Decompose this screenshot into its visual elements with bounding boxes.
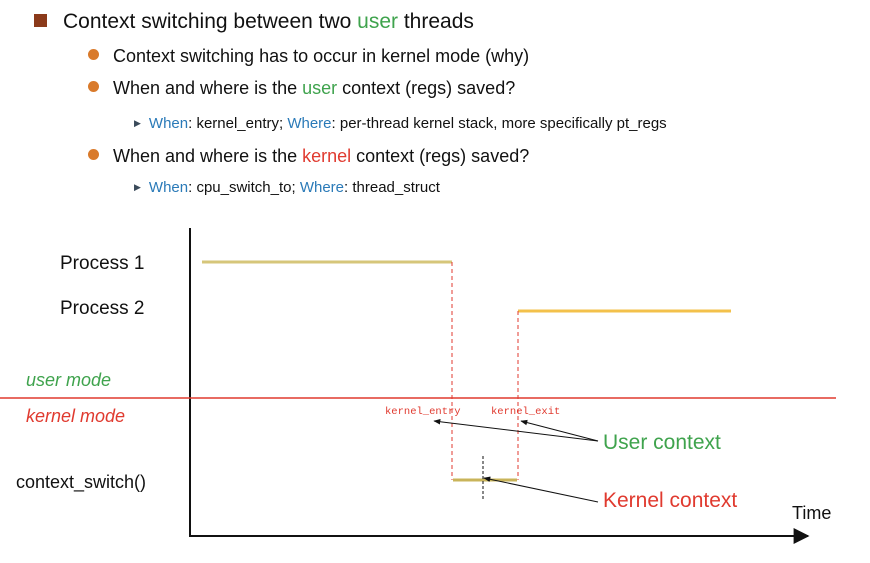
where-label: Where xyxy=(299,179,345,196)
user-context-arrow-exit xyxy=(520,419,599,442)
bullet-kernel-mode: Context switching has to occur in kernel… xyxy=(88,46,529,67)
when-value: : cpu_switch_to; xyxy=(188,179,300,196)
highlight-user: user xyxy=(302,78,338,98)
where-value: : thread_struct xyxy=(344,179,440,196)
triangle-bullet-icon: ▶ xyxy=(134,118,141,128)
sub-bullet-user-context-detail: ▶ When: kernel_entry; Where: per-thread k… xyxy=(134,115,667,132)
text-segment: When and where is the xyxy=(113,146,303,166)
user-context-label: User context xyxy=(603,431,721,454)
square-bullet-icon xyxy=(34,14,47,27)
when-value: : kernel_entry; xyxy=(188,115,288,132)
kernel-mode-label: kernel mode xyxy=(26,406,125,426)
sub-bullet-kernel-context-detail: ▶ When: cpu_switch_to; Where: thread_stru… xyxy=(134,179,440,196)
triangle-bullet-icon: ▶ xyxy=(134,182,141,192)
kernel-context-label: Kernel context xyxy=(603,489,737,512)
kernel-entry-label: kernel_entry xyxy=(385,406,461,418)
time-axis-label: Time xyxy=(792,503,831,523)
kernel-exit-label: kernel_exit xyxy=(491,406,560,418)
kernel-context-arrow xyxy=(483,476,599,503)
user-mode-label: user mode xyxy=(26,370,111,390)
when-label: When xyxy=(148,115,189,132)
bullet-kernel-context: When and where is the kernel context (re… xyxy=(88,146,529,167)
process2-label: Process 2 xyxy=(60,298,144,319)
highlight-user: user xyxy=(357,10,399,33)
user-context-arrow-entry xyxy=(433,418,599,442)
when-label: When xyxy=(148,179,189,196)
where-value: : per-thread kernel stack, more specific… xyxy=(331,115,667,132)
context-switch-label: context_switch() xyxy=(16,472,146,493)
text-segment: Context switching between two xyxy=(63,10,358,33)
text-segment: context (regs) saved? xyxy=(337,78,516,98)
bullet-user-context: When and where is the user context (regs… xyxy=(88,78,515,99)
bullet-context-switching: Context switching between two user threa… xyxy=(34,10,474,34)
text-segment: threads xyxy=(398,10,474,33)
text-segment: Context switching has to occur in kernel… xyxy=(113,46,530,66)
text-segment: context (regs) saved? xyxy=(351,146,530,166)
process1-label: Process 1 xyxy=(60,253,144,274)
dot-bullet-icon xyxy=(88,49,99,60)
dot-bullet-icon xyxy=(88,149,99,160)
where-label: Where xyxy=(287,115,332,132)
text-segment: When and where is the xyxy=(113,78,303,98)
highlight-kernel: kernel xyxy=(302,146,352,166)
dot-bullet-icon xyxy=(88,81,99,92)
